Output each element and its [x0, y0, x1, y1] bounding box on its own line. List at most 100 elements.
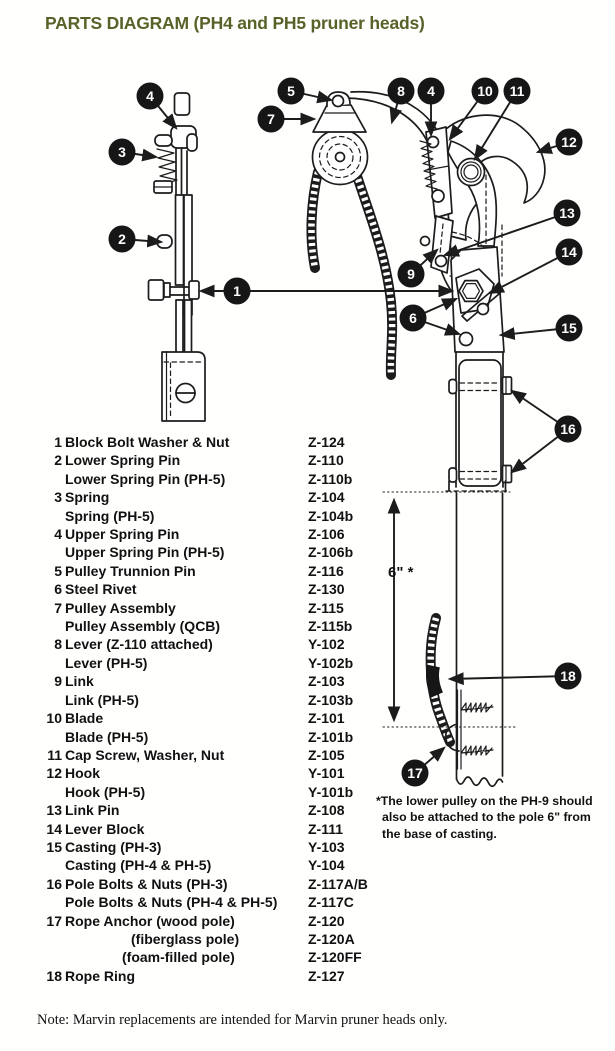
callout-arrow	[447, 672, 569, 686]
part-row: Lower Spring Pin (PH-5)Z-110b	[38, 470, 398, 488]
part-desc: Link Pin	[65, 802, 120, 819]
part-code: Z-120	[308, 912, 345, 929]
part-code: Z-111	[308, 820, 344, 837]
callout-number: 13	[559, 205, 575, 221]
part-desc: Pole Bolts & Nuts (PH-4 & PH-5)	[65, 894, 278, 911]
part-desc: Block Bolt Washer & Nut	[65, 434, 230, 450]
part-desc: Pole Bolts & Nuts (PH-3)	[65, 875, 228, 892]
footer-note: Note: Marvin replacements are intended f…	[37, 1012, 448, 1028]
part-code: Z-124	[308, 434, 345, 450]
part-row: Casting (PH-4 & PH-5)Y-104	[38, 856, 398, 874]
part-num: 15	[46, 838, 62, 855]
part-num: 9	[54, 673, 62, 690]
callout-badge	[277, 77, 305, 105]
casting-drawing	[449, 174, 505, 353]
part-num	[38, 930, 62, 948]
part-code: Z-115b	[308, 618, 353, 635]
part-num: 17	[46, 912, 62, 929]
callout-number: 5	[287, 83, 295, 99]
callout-10: 10	[448, 77, 499, 141]
left-assembly-drawing	[147, 92, 206, 422]
blade-drawing	[447, 140, 498, 247]
part-desc: Lever (PH-5)	[65, 654, 148, 671]
callout-9: 9	[397, 248, 439, 288]
page-title: PARTS DIAGRAM (PH4 and PH5 pruner heads)	[45, 13, 425, 33]
callout-number: 15	[561, 320, 577, 336]
callout-4: 4	[136, 82, 178, 130]
callout-badge	[555, 238, 583, 266]
part-desc: Lower Spring Pin (PH-5)	[65, 470, 226, 487]
callout-12: 12	[535, 128, 583, 156]
callout-badge	[136, 82, 164, 110]
callout-badge	[387, 77, 415, 105]
part-code: Z-120FF	[308, 949, 362, 966]
part-row: Lever (PH-5) Y-102b	[38, 654, 398, 672]
callout-badge	[471, 77, 499, 105]
part-code: Y-102b	[308, 654, 354, 671]
part-num	[38, 507, 62, 525]
part-code: Z-117A/B	[308, 875, 368, 892]
callout-arrow	[442, 212, 568, 257]
part-num: 7	[54, 599, 62, 616]
callout-7: 7	[257, 105, 317, 133]
part-desc: Blade	[65, 710, 104, 727]
part-num: 4	[54, 526, 62, 543]
part-desc: Lever Block	[65, 820, 145, 837]
pulley-note: *The lower pulley on the PH-9 should als…	[376, 793, 606, 842]
callout-18: 18	[447, 662, 582, 690]
part-num	[38, 691, 62, 709]
pulley-assembly-drawing	[311, 91, 369, 186]
callout-number: 1	[233, 283, 241, 299]
part-desc: Hook (PH-5)	[65, 783, 146, 800]
part-num: 18	[46, 967, 62, 984]
callout-number: 14	[561, 244, 577, 260]
pulley-note-line: also be attached to the pole 6" from	[382, 810, 591, 825]
part-code: Y-101	[308, 765, 345, 782]
part-code: Z-106	[308, 526, 345, 543]
part-num	[38, 470, 62, 488]
callout-arrow	[487, 251, 570, 295]
callout-4: 4	[417, 77, 445, 138]
callout-number: 11	[510, 83, 525, 99]
part-num: 13	[46, 802, 62, 819]
part-num: 1	[54, 434, 62, 450]
part-code: Z-104	[308, 489, 345, 506]
callout-number: 2	[118, 231, 126, 247]
callout-11: 11	[473, 77, 531, 162]
callout-17: 17	[401, 746, 446, 787]
part-num: 11	[47, 746, 62, 763]
callout-badge	[397, 260, 425, 288]
part-row: (fiberglass pole)Z-120A	[38, 930, 398, 948]
part-code: Z-127	[308, 967, 345, 984]
callout-number: 4	[427, 83, 435, 99]
callout-badge	[417, 77, 445, 105]
part-desc: Cap Screw, Washer, Nut	[65, 746, 225, 763]
anchor-drawing	[425, 613, 494, 770]
callout-number: 8	[397, 83, 405, 99]
callout-5: 5	[277, 77, 334, 105]
part-row: Hook (PH-5)Y-101b	[38, 783, 398, 801]
part-desc: Rope Anchor (wood pole)	[65, 912, 235, 929]
callout-badge	[401, 759, 429, 787]
part-row: Pole Bolts & Nuts (PH-4 & PH-5)Z-117C	[38, 893, 398, 911]
callout-badge	[223, 277, 251, 305]
part-code: Z-103	[308, 673, 345, 690]
part-desc: Steel Rivet	[65, 581, 137, 598]
part-desc: Blade (PH-5)	[65, 728, 149, 745]
callout-15: 15	[498, 314, 583, 342]
part-num	[38, 654, 62, 672]
part-desc: Casting (PH-3)	[65, 838, 162, 855]
callout-14: 14	[487, 238, 583, 295]
